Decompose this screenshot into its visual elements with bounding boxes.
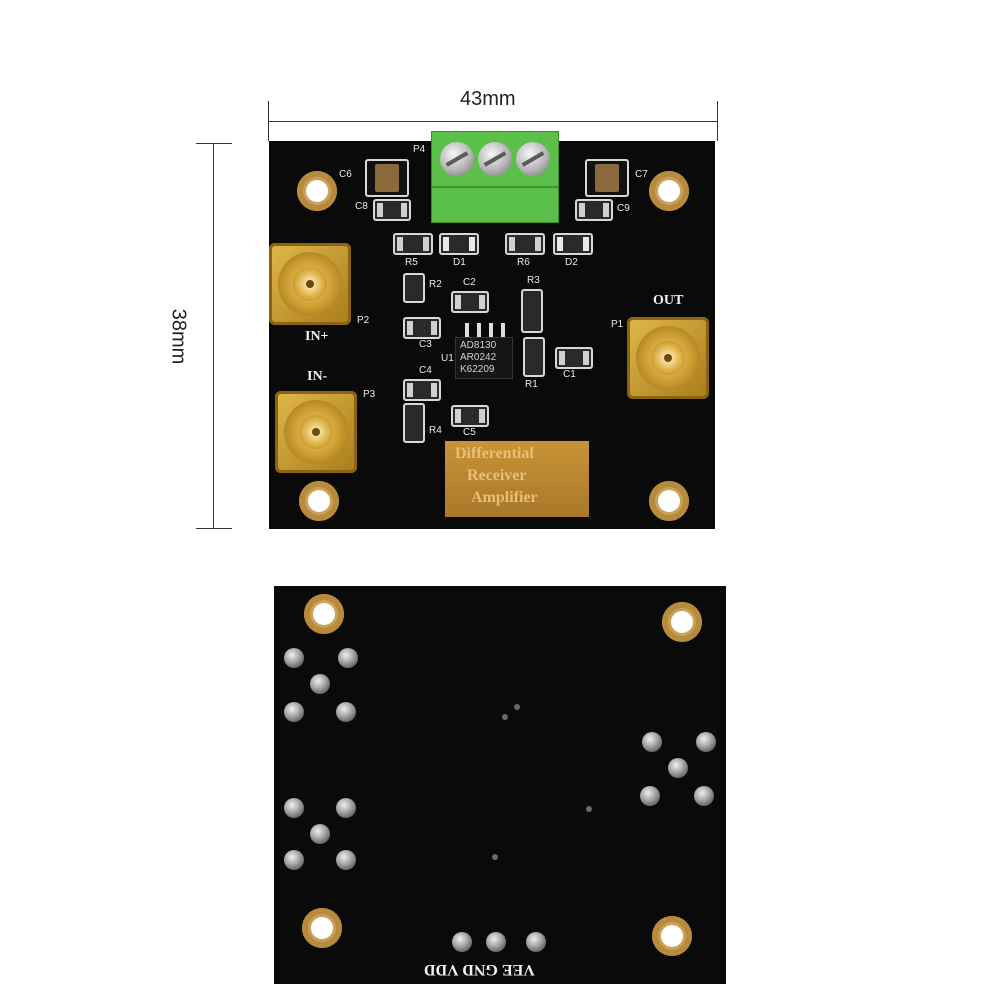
power-label: VEE GND VDD <box>424 961 535 978</box>
label-c4: C4 <box>419 365 432 376</box>
width-dimension-line <box>268 121 718 122</box>
small-via <box>492 854 498 860</box>
small-via <box>514 704 520 710</box>
ic-marking-line2: AR0242 <box>460 352 497 363</box>
width-dimension-label: 43mm <box>460 88 516 110</box>
terminal-screw <box>516 142 550 176</box>
label-p2: P2 <box>357 315 370 326</box>
via <box>668 758 688 778</box>
label-d2: D2 <box>565 257 578 268</box>
label-c7: C7 <box>635 169 648 180</box>
power-header-pin <box>526 932 546 952</box>
resistor-r4 <box>403 403 425 443</box>
height-dimension-label: 38mm <box>167 308 190 365</box>
mount-hole <box>297 171 337 211</box>
label-c2: C2 <box>463 277 476 288</box>
brass-plate: Differential Receiver Amplifier <box>445 441 589 517</box>
via <box>336 798 356 818</box>
label-r3: R3 <box>527 275 540 286</box>
power-header-pin <box>452 932 472 952</box>
capacitor-c1 <box>555 347 593 369</box>
mount-hole <box>649 171 689 211</box>
via <box>694 786 714 806</box>
power-header-pin <box>486 932 506 952</box>
led-d1 <box>439 233 479 255</box>
label-c9: C9 <box>617 203 630 214</box>
resistor-r3 <box>521 289 543 333</box>
via <box>338 648 358 668</box>
terminal-screw <box>440 142 474 176</box>
capacitor-c6 <box>365 159 409 197</box>
label-in-minus: IN- <box>307 369 328 384</box>
width-dimension-tick-left <box>268 101 269 141</box>
height-dimension-tick-bottom <box>196 528 232 529</box>
via <box>336 850 356 870</box>
label-c3: C3 <box>419 339 432 350</box>
ic-marking-line1: AD8130 <box>460 340 497 351</box>
small-via <box>502 714 508 720</box>
capacitor-c7 <box>585 159 629 197</box>
plate-text-line3: Amplifier <box>471 489 538 506</box>
label-p1: P1 <box>611 319 624 330</box>
small-via <box>586 806 592 812</box>
terminal-block <box>431 131 559 223</box>
mount-hole <box>652 916 692 956</box>
via <box>310 824 330 844</box>
mount-hole <box>302 908 342 948</box>
resistor-r6 <box>505 233 545 255</box>
resistor-r2 <box>403 273 425 303</box>
via <box>696 732 716 752</box>
label-r5: R5 <box>405 257 418 268</box>
capacitor-c2 <box>451 291 489 313</box>
pcb-back: VEE GND VDD <box>274 586 726 984</box>
led-d2 <box>553 233 593 255</box>
label-r1: R1 <box>525 379 538 390</box>
label-c8: C8 <box>355 201 368 212</box>
via <box>284 798 304 818</box>
via <box>284 702 304 722</box>
capacitor-c3 <box>403 317 441 339</box>
capacitor-c9 <box>575 199 613 221</box>
via <box>642 732 662 752</box>
label-p3: P3 <box>363 389 376 400</box>
pcb-front: P4 C6 C7 C8 C9 R5 D1 R6 D2 P2 IN+ IN- P3… <box>269 131 715 529</box>
mount-hole <box>662 602 702 642</box>
width-dimension-tick-right <box>717 101 718 141</box>
mount-hole <box>649 481 689 521</box>
resistor-r1 <box>523 337 545 377</box>
plate-text-line2: Receiver <box>467 467 527 484</box>
label-r6: R6 <box>517 257 530 268</box>
plate-text-line1: Differential <box>455 445 534 462</box>
label-u1: U1 <box>441 353 454 364</box>
via <box>310 674 330 694</box>
label-out: OUT <box>653 293 684 308</box>
sma-connector-p2 <box>269 243 351 325</box>
via <box>284 850 304 870</box>
label-p4: P4 <box>413 144 426 155</box>
label-r4: R4 <box>429 425 442 436</box>
mount-hole <box>304 594 344 634</box>
label-c1: C1 <box>563 369 576 380</box>
ic-marking-line3: K62209 <box>460 364 495 375</box>
height-dimension-tick-top <box>196 143 232 144</box>
capacitor-c5 <box>451 405 489 427</box>
via <box>284 648 304 668</box>
height-dimension-line <box>213 143 214 529</box>
terminal-screw <box>478 142 512 176</box>
sma-connector-p1 <box>627 317 709 399</box>
mount-hole <box>299 481 339 521</box>
label-r2: R2 <box>429 279 442 290</box>
via <box>640 786 660 806</box>
sma-connector-p3 <box>275 391 357 473</box>
capacitor-c4 <box>403 379 441 401</box>
label-d1: D1 <box>453 257 466 268</box>
via <box>336 702 356 722</box>
label-in-plus: IN+ <box>305 329 329 344</box>
resistor-r5 <box>393 233 433 255</box>
label-c6: C6 <box>339 169 352 180</box>
capacitor-c8 <box>373 199 411 221</box>
label-c5: C5 <box>463 427 476 438</box>
ic-u1: AD8130 AR0242 K62209 <box>455 337 513 379</box>
